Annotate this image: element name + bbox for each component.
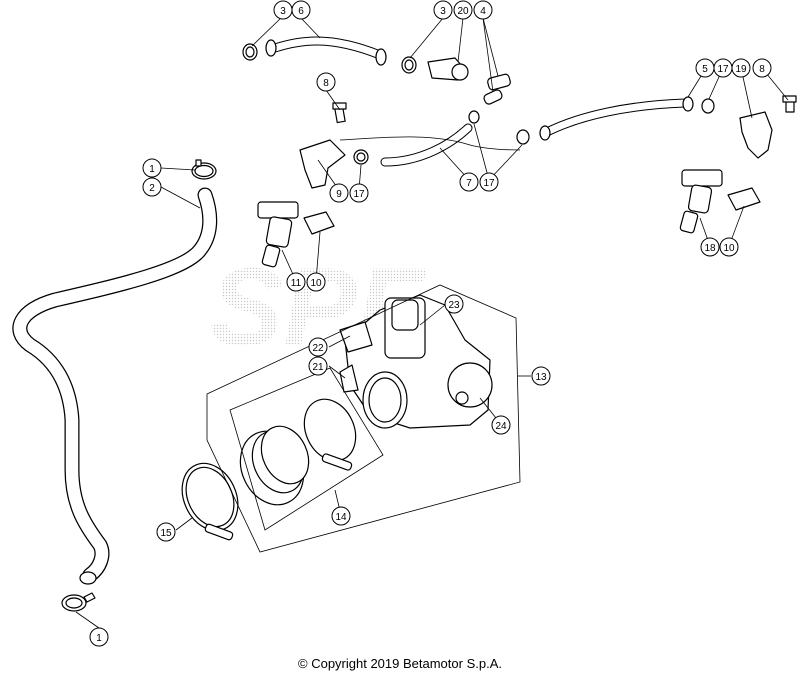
svg-text:6: 6 (298, 6, 304, 17)
callout-17-c: 17 (713, 58, 733, 78)
callout-4: 4 (473, 0, 493, 20)
right-fuel-hose (539, 96, 715, 141)
svg-text:1: 1 (96, 633, 102, 644)
svg-text:7: 7 (466, 178, 472, 189)
callout-6: 6 (291, 0, 311, 20)
fuel-rail-right (739, 95, 797, 159)
svg-text:20: 20 (457, 6, 469, 17)
callout-22: 22 (308, 337, 328, 357)
injector-left (257, 201, 299, 268)
callout-17-b: 17 (479, 172, 499, 192)
callout-15: 15 (156, 522, 176, 542)
callout-10-left: 10 (306, 272, 326, 292)
upper-fuel-hose (242, 36, 417, 74)
svg-text:10: 10 (723, 243, 735, 254)
coolant-hose (12, 187, 218, 583)
svg-text:3: 3 (440, 6, 446, 17)
svg-text:14: 14 (335, 512, 347, 523)
callout-5: 5 (695, 58, 715, 78)
callout-11: 11 (286, 272, 306, 292)
svg-text:3: 3 (280, 6, 286, 17)
svg-text:11: 11 (291, 278, 302, 289)
boot-clamp (181, 462, 239, 541)
callout-1-bottom: 1 (89, 627, 109, 647)
callout-1-top: 1 (142, 158, 162, 178)
callout-14: 14 (331, 506, 351, 526)
svg-text:22: 22 (312, 343, 324, 354)
callout-18: 18 (700, 237, 720, 257)
callout-17-a: 17 (349, 183, 369, 203)
callout-23: 23 (444, 294, 464, 314)
svg-text:4: 4 (480, 6, 486, 17)
svg-text:18: 18 (704, 243, 716, 254)
callout-20: 20 (453, 0, 473, 20)
assembly-box-14 (229, 367, 384, 531)
middle-fuel-hose (353, 110, 530, 167)
assembly-box-13 (206, 284, 521, 553)
fuel-rail-left (299, 102, 347, 189)
callout-13: 13 (531, 366, 551, 386)
svg-text:17: 17 (483, 178, 495, 189)
injector-right (679, 169, 723, 234)
hose-clamp-top (191, 159, 217, 180)
svg-text:8: 8 (323, 78, 329, 89)
svg-text:24: 24 (495, 421, 507, 432)
connector-right (727, 187, 761, 211)
throttle-body (339, 294, 493, 429)
svg-text:5: 5 (702, 64, 708, 75)
intake-boot (239, 398, 357, 506)
svg-text:1: 1 (149, 164, 155, 175)
svg-text:15: 15 (160, 528, 172, 539)
svg-text:2: 2 (149, 183, 155, 194)
callout-2: 2 (142, 177, 162, 197)
callout-21: 21 (308, 356, 328, 376)
svg-text:19: 19 (735, 64, 747, 75)
callouts: 1 2 3 6 3 20 4 8 9 17 7 17 5 17 19 8 11 … (89, 0, 772, 647)
copyright-notice: © Copyright 2019 Betamotor S.p.A. (298, 656, 502, 671)
callout-8-left: 8 (316, 72, 336, 92)
svg-text:8: 8 (759, 64, 765, 75)
callout-9: 9 (329, 183, 349, 203)
callout-3-b: 3 (433, 0, 453, 20)
svg-text:23: 23 (448, 300, 460, 311)
callout-24: 24 (491, 415, 511, 435)
callout-19: 19 (731, 58, 751, 78)
svg-text:21: 21 (312, 362, 324, 373)
svg-text:13: 13 (535, 372, 547, 383)
svg-text:17: 17 (717, 64, 729, 75)
callout-3-a: 3 (273, 0, 293, 20)
svg-text:17: 17 (353, 189, 365, 200)
callout-8-right: 8 (752, 58, 772, 78)
callout-7: 7 (459, 172, 479, 192)
svg-text:10: 10 (310, 278, 322, 289)
svg-text:9: 9 (336, 189, 342, 200)
connector-left (303, 211, 335, 235)
callout-10-right: 10 (719, 237, 739, 257)
quick-connector (427, 57, 511, 105)
hose-clamp-bottom (61, 571, 97, 612)
